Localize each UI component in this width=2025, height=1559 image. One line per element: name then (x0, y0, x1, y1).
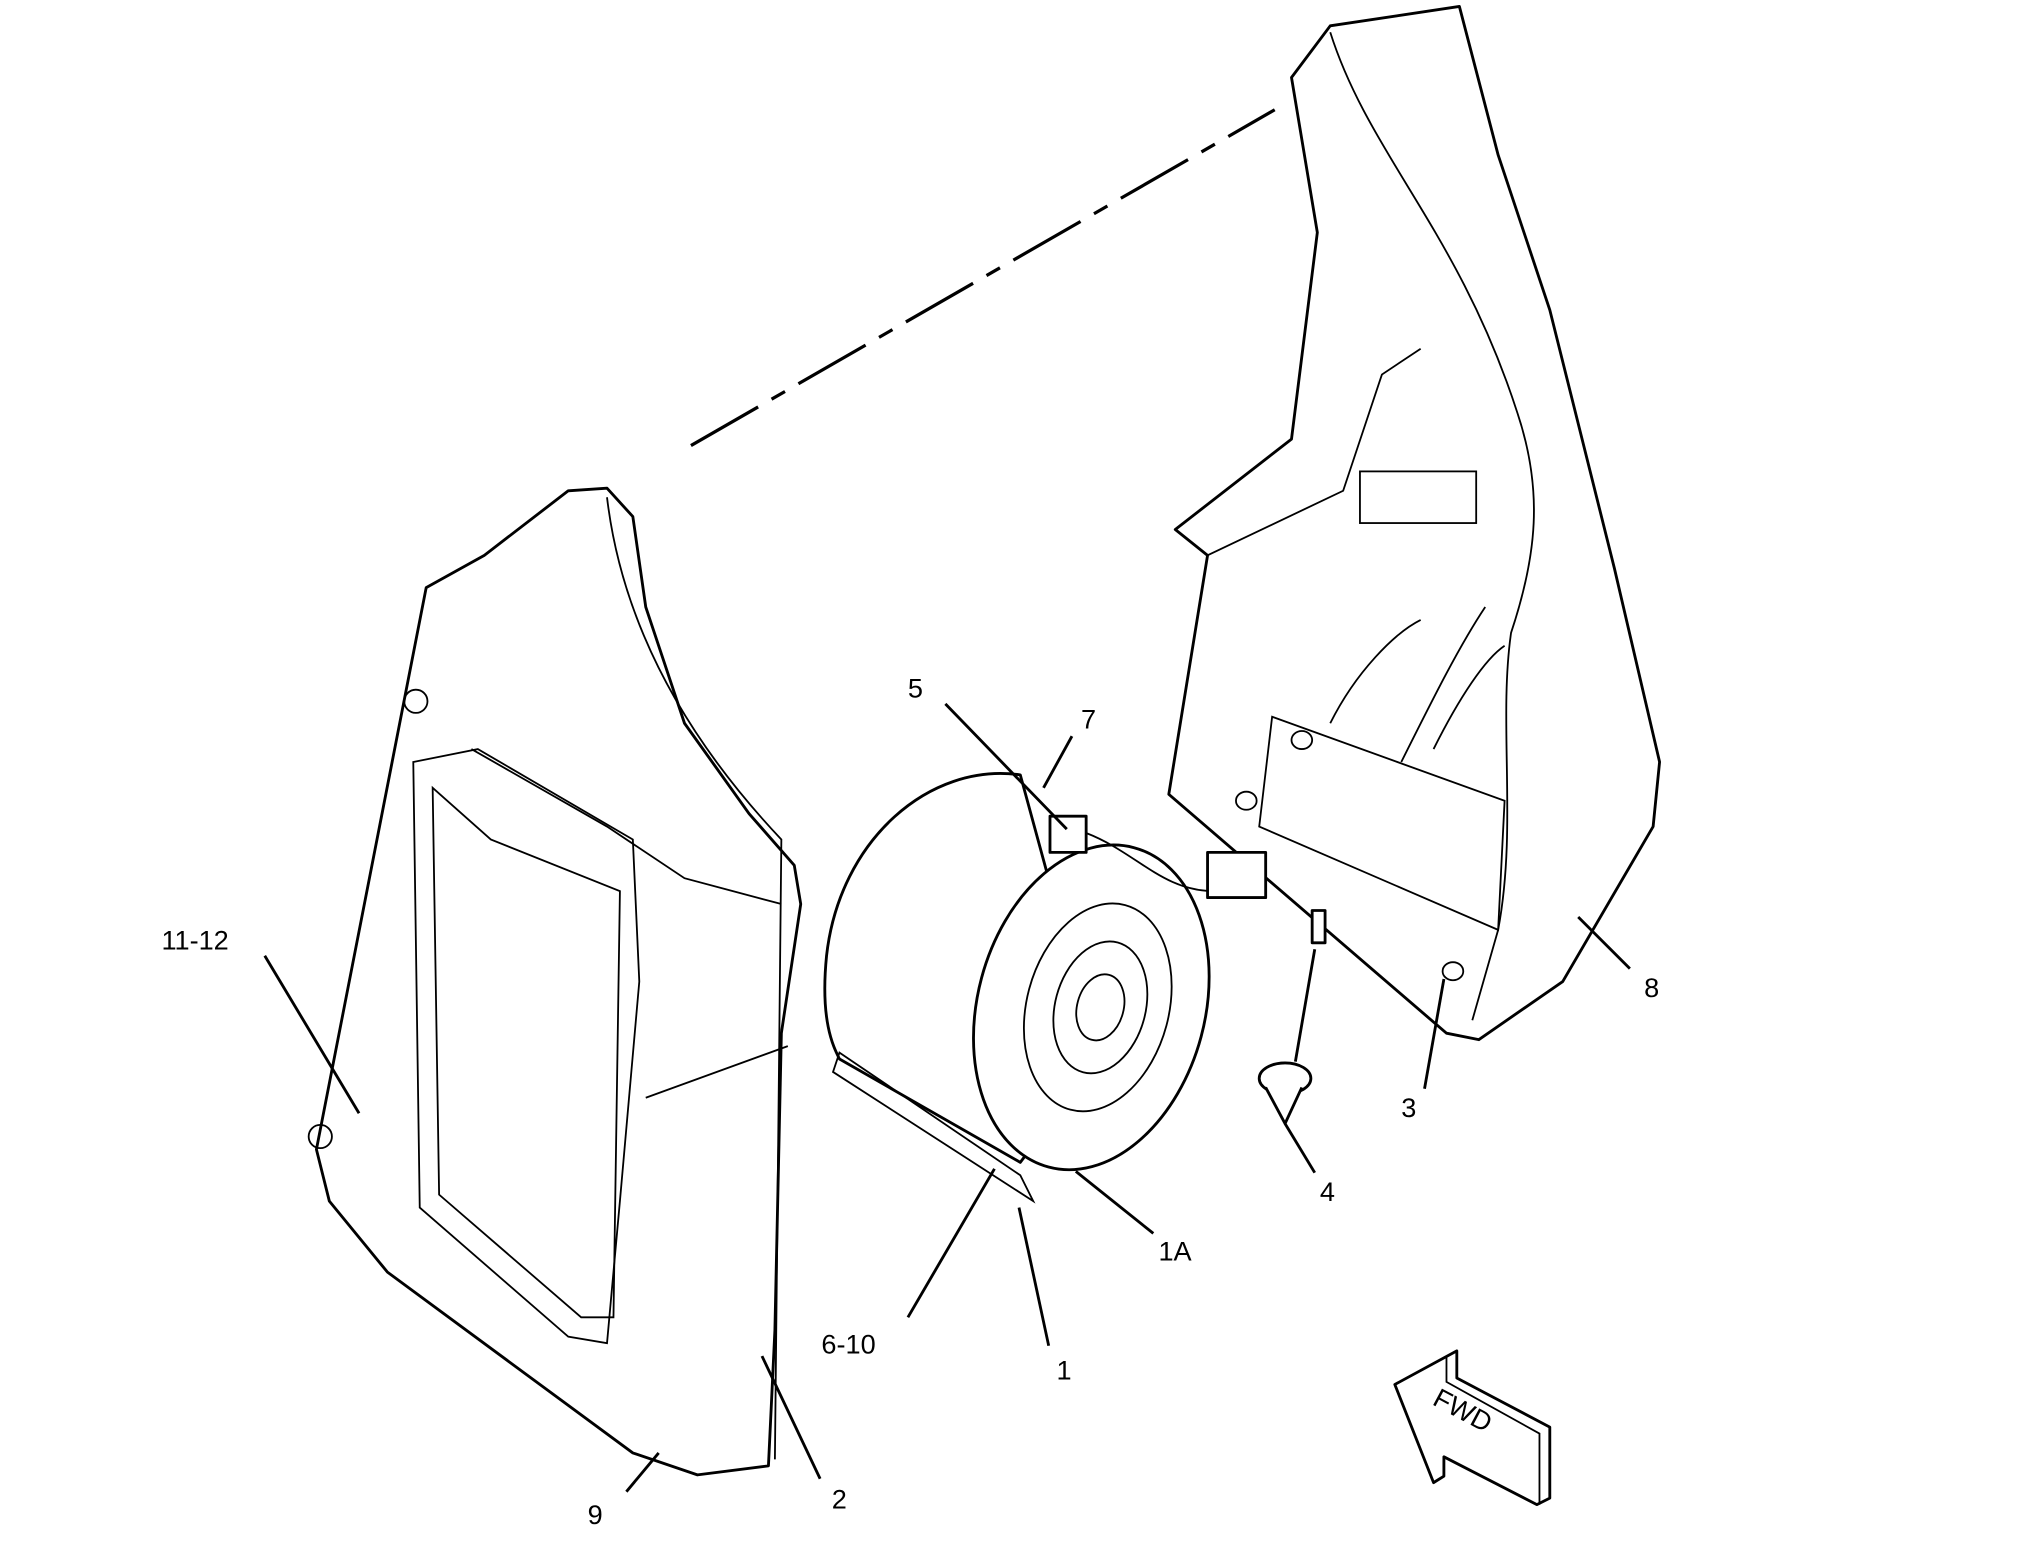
callout-11-12: 11-12 (161, 924, 228, 955)
callout-5: 5 (908, 672, 923, 703)
callout-3: 3 (1401, 1092, 1416, 1123)
callout-6-10: 6-10 (821, 1328, 875, 1359)
callout-7: 7 (1081, 703, 1096, 734)
forward-direction-arrow: FWD (1393, 1349, 1552, 1507)
callout-1A: 1A (1158, 1236, 1192, 1267)
callout-4: 4 (1320, 1176, 1335, 1207)
callout-8: 8 (1644, 972, 1659, 1003)
leader-lines (263, 702, 1631, 1493)
callout-9: 9 (588, 1499, 603, 1530)
callout-1: 1 (1056, 1354, 1071, 1385)
right-housing-part-8 (1167, 5, 1661, 1042)
left-housing-part-9 (307, 486, 803, 1477)
callout-2: 2 (832, 1483, 847, 1514)
blower-fan-part-1 (823, 772, 1327, 1204)
alignment-dashed-line (690, 108, 1276, 447)
push-pin-part-4 (1257, 1061, 1313, 1126)
